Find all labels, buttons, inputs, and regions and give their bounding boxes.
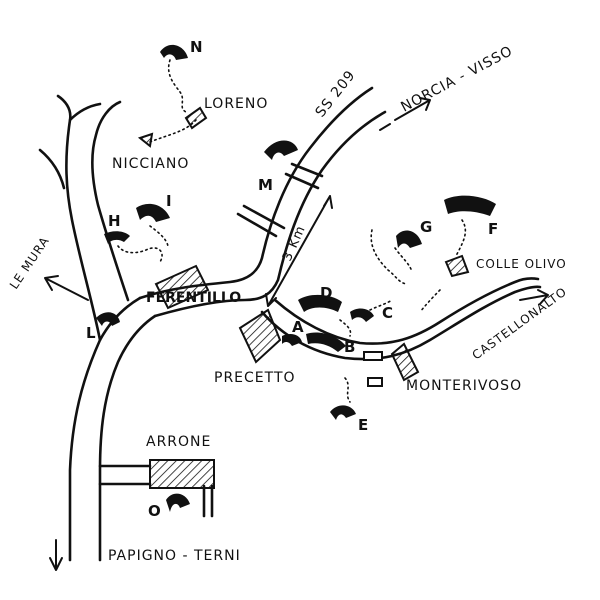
place-labels: LORENO NICCIANO FERENTILLO PRECETTO MONT… xyxy=(112,96,567,450)
label-arrone: ARRONE xyxy=(146,434,211,450)
label-monterivoso: MONTERIVOSO xyxy=(406,378,522,394)
arrow-castellonalto xyxy=(519,289,549,305)
village-ferentillo xyxy=(154,264,210,310)
sector-m: M xyxy=(258,176,273,194)
label-ss209: SS 209 xyxy=(313,67,359,120)
label-nicciano: NICCIANO xyxy=(112,156,189,172)
sector-i: I xyxy=(166,192,172,210)
crag-b xyxy=(306,332,346,352)
village-colle-olivo xyxy=(444,254,470,278)
village-loreno xyxy=(184,106,208,130)
villages xyxy=(137,106,470,489)
crag-h xyxy=(104,231,130,244)
crag-m xyxy=(264,140,298,160)
sector-labels: N M H I G F D C A B L E O xyxy=(86,38,498,520)
label-precetto: PRECETTO xyxy=(214,370,296,386)
crag-e xyxy=(330,405,356,420)
arrow-papigno-terni xyxy=(49,539,63,571)
crag-l xyxy=(96,312,120,326)
sector-d: D xyxy=(320,284,332,302)
sector-g: G xyxy=(420,218,432,236)
village-precetto xyxy=(238,308,282,364)
arrow-le-mura xyxy=(44,275,89,301)
crag-c xyxy=(350,308,374,322)
village-monterivoso xyxy=(390,342,420,382)
label-le-mura: LE MURA xyxy=(7,234,52,292)
village-arrone xyxy=(149,459,215,489)
building-1 xyxy=(363,351,383,361)
sector-e: E xyxy=(358,416,368,434)
sector-a: A xyxy=(292,318,304,336)
label-papigno-terni: PAPIGNO - TERNI xyxy=(108,548,241,564)
crag-o xyxy=(166,493,190,512)
arrow-3km xyxy=(265,195,333,307)
label-colle-olivo: COLLE OLIVO xyxy=(476,257,567,271)
label-ferentillo: FERENTILLO xyxy=(146,290,241,306)
arrow-norcia-visso xyxy=(394,97,431,121)
sector-b: B xyxy=(344,338,355,356)
sector-h: H xyxy=(108,212,121,230)
road-east xyxy=(260,277,542,361)
sector-f: F xyxy=(488,220,498,238)
valley-road-west xyxy=(38,94,157,562)
crag-i xyxy=(136,203,170,222)
road-arrone xyxy=(98,464,214,518)
label-norcia-visso: NORCIA - VISSO xyxy=(398,43,515,116)
crag-f xyxy=(444,195,496,216)
crag-n xyxy=(160,44,188,60)
sector-c: C xyxy=(382,304,393,322)
crag-g xyxy=(396,230,422,248)
crag-a xyxy=(282,334,302,346)
crag-symbols xyxy=(96,44,496,512)
sector-n: N xyxy=(190,38,203,56)
sector-o: O xyxy=(148,502,161,520)
sector-l: L xyxy=(86,324,96,342)
approach-trails xyxy=(117,59,467,403)
building-2 xyxy=(367,377,383,387)
label-loreno: LORENO xyxy=(204,96,268,112)
direction-arrows xyxy=(44,97,549,571)
village-nicciano xyxy=(137,132,154,148)
crag-d xyxy=(298,294,342,312)
